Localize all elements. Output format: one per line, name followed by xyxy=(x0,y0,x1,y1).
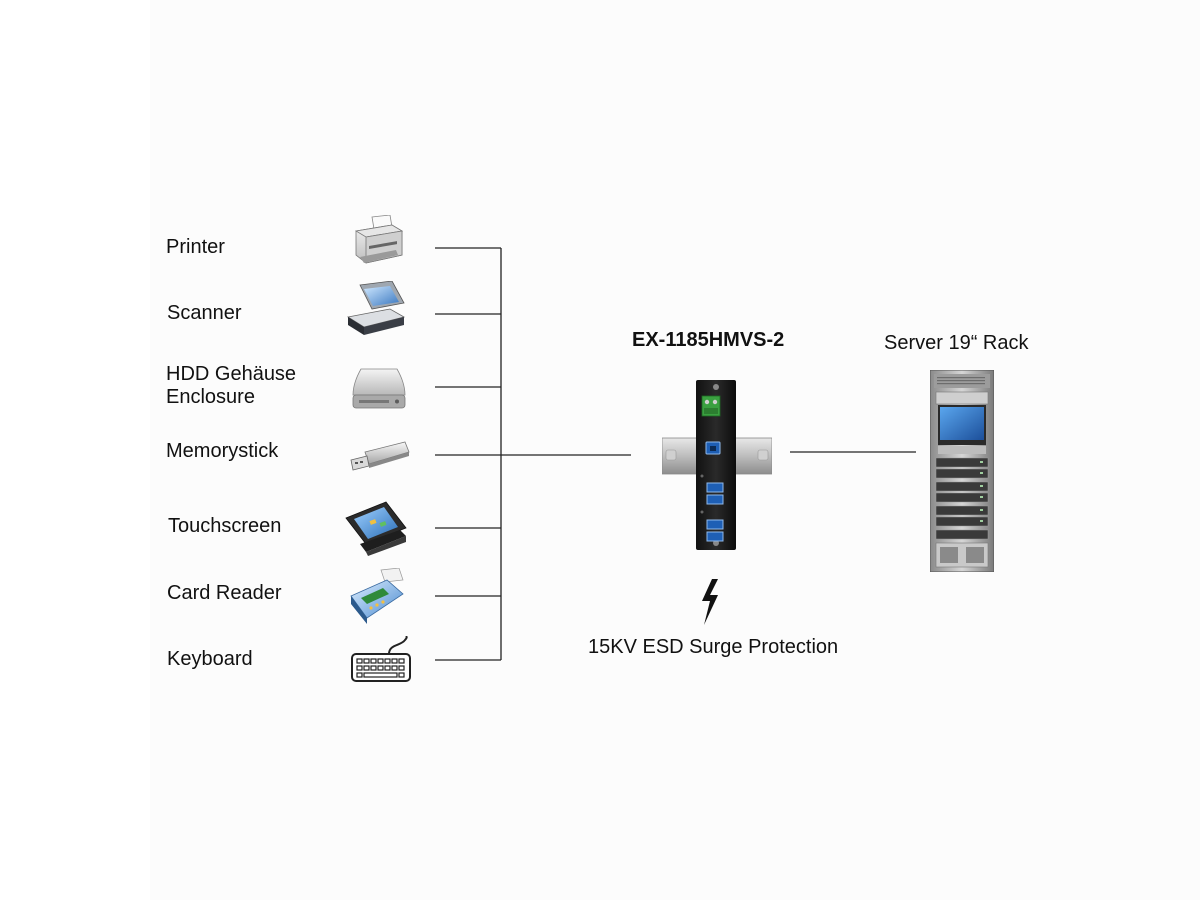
printer-icon xyxy=(354,215,404,264)
device-label-card-reader: Card Reader xyxy=(167,582,282,604)
hdd-enclosure-icon xyxy=(352,368,406,409)
card-reader-icon xyxy=(350,568,404,624)
keyboard-icon xyxy=(351,636,411,682)
device-label-keyboard: Keyboard xyxy=(167,648,253,670)
device-label-hdd: HDD Gehäuse Enclosure xyxy=(166,363,296,409)
hub-name: EX-1185HMVS-2 xyxy=(632,329,785,351)
device-label-memorystick: Memorystick xyxy=(166,440,279,462)
device-label-printer: Printer xyxy=(166,236,225,258)
usb-hub-din-rail-icon xyxy=(662,380,772,550)
server-label: Server 19“ Rack xyxy=(884,332,1029,354)
usb-stick-icon xyxy=(350,441,410,471)
device-label-hdd-line2: Enclosure xyxy=(166,386,255,408)
scanner-icon xyxy=(346,281,406,335)
device-label-scanner: Scanner xyxy=(167,302,242,324)
protection-label: 15KV ESD Surge Protection xyxy=(588,636,839,658)
device-label-hdd-line1: HDD Gehäuse xyxy=(166,363,297,385)
server-rack-icon xyxy=(930,370,994,572)
device-label-touchscreen: Touchscreen xyxy=(168,515,282,537)
pos-touchscreen-icon xyxy=(345,501,407,556)
lightning-bolt-icon xyxy=(702,579,718,625)
